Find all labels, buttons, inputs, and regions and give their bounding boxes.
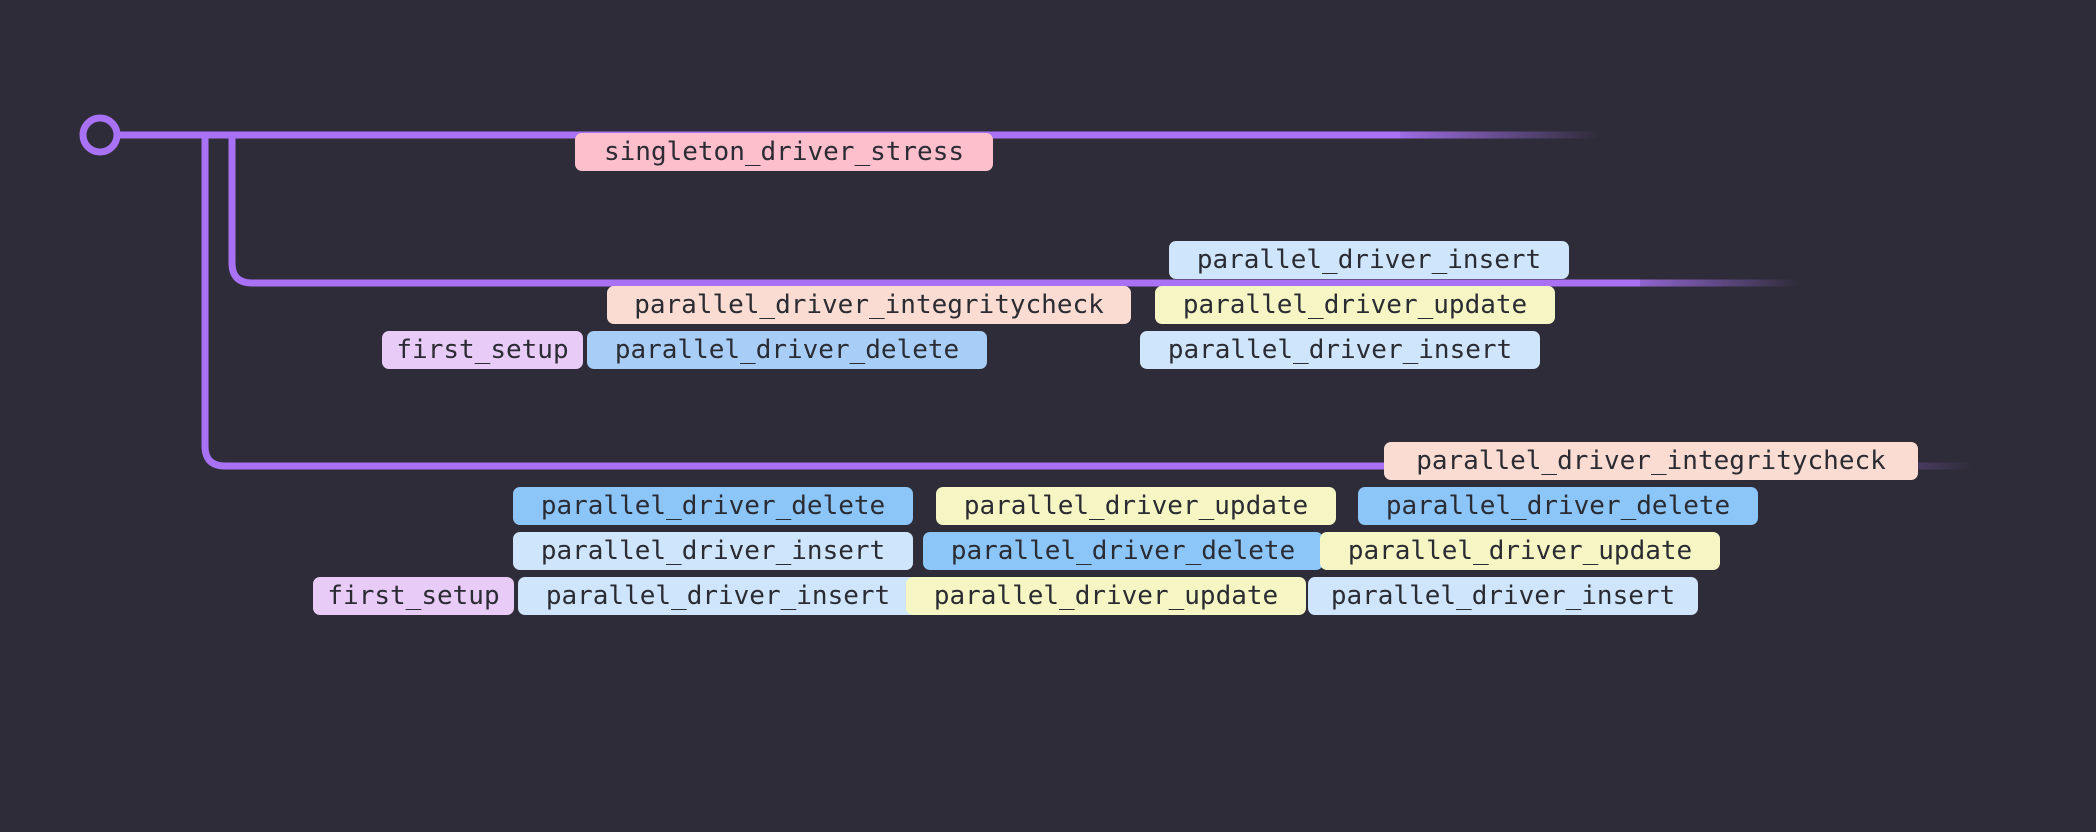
- task-label-chip[interactable]: parallel_driver_insert: [1169, 241, 1569, 279]
- task-label-chip[interactable]: parallel_driver_insert: [513, 532, 913, 570]
- task-label-chip[interactable]: parallel_driver_update: [936, 487, 1336, 525]
- task-label-chip[interactable]: parallel_driver_update: [1155, 286, 1555, 324]
- lane-1-branch-line: [228, 135, 1810, 287]
- task-label-chip[interactable]: parallel_driver_delete: [513, 487, 913, 525]
- task-label-chip[interactable]: singleton_driver_stress: [575, 133, 993, 171]
- task-label-chip[interactable]: parallel_driver_insert: [1140, 331, 1540, 369]
- task-label-chip[interactable]: parallel_driver_insert: [1308, 577, 1698, 615]
- task-label-chip[interactable]: parallel_driver_update: [1320, 532, 1720, 570]
- task-label-chip[interactable]: parallel_driver_insert: [518, 577, 918, 615]
- task-label-chip[interactable]: first_setup: [382, 331, 583, 369]
- task-label-chip[interactable]: parallel_driver_delete: [923, 532, 1323, 570]
- task-label-chip[interactable]: parallel_driver_delete: [1358, 487, 1758, 525]
- task-label-chip[interactable]: first_setup: [313, 577, 514, 615]
- task-label-chip[interactable]: parallel_driver_integritycheck: [1384, 442, 1918, 480]
- commit-node-icon[interactable]: [79, 114, 121, 156]
- task-label-chip[interactable]: parallel_driver_update: [906, 577, 1306, 615]
- task-label-chip[interactable]: parallel_driver_integritycheck: [607, 286, 1131, 324]
- task-label-chip[interactable]: parallel_driver_delete: [587, 331, 987, 369]
